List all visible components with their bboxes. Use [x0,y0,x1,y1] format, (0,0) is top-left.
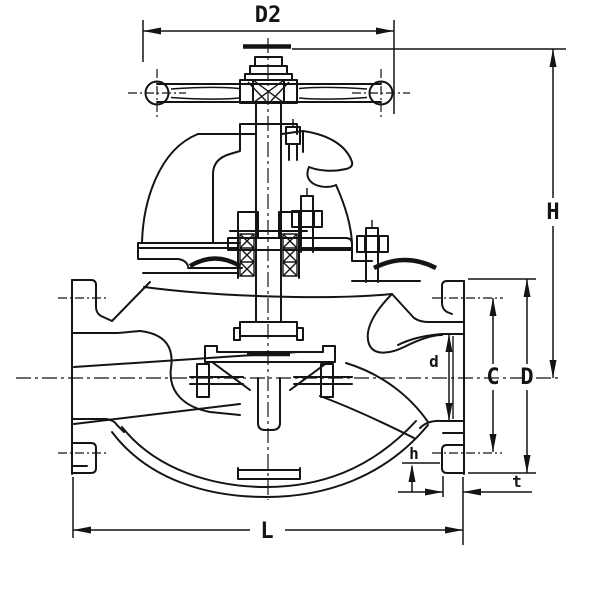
yoke-top-bushing [239,123,298,135]
c-arrow-bottom [489,434,497,452]
handwheel-left-cross [128,69,186,117]
dim-label-t: t [512,472,522,491]
left-bore-top [71,330,141,334]
dim-label-bore-d: d [429,352,439,371]
yoke-bonnet [141,123,354,244]
dim-label-l: L [260,519,273,544]
t-arrow-left [425,488,443,496]
handwheel-rim-highlight-left [170,86,240,100]
flange-d-extension-lines [468,278,536,474]
disc-and-seat [189,345,353,431]
centerlines [16,38,562,500]
packing-rings-left [239,233,255,277]
stem-nut-stack [244,56,293,81]
yoke-left-arm-inner [212,133,241,244]
drain-boss [237,467,301,480]
bonnet-flange-right-step [351,249,421,282]
yoke-left-arm-outer [141,133,199,244]
seat-ring-lines [189,376,353,385]
belly-outer-arc [111,424,429,498]
bonnet-flange-plate [137,242,353,267]
yoke-gland-bolt-small [285,126,301,161]
disc-plate [204,345,336,363]
bonnet-flange [111,242,444,323]
left-flange-top-lug [71,279,113,322]
h-arrow-top [549,49,557,67]
d2-arrow-left [143,27,161,35]
dimension-l: L [72,477,463,544]
valve-body [71,279,465,498]
body-neck-cone [143,286,393,299]
left-flange-bolt-centerlines [58,297,106,454]
flange-d-arrow-bottom [523,455,531,473]
handwheel-right-cross [352,69,410,117]
body-neck-right-slope [391,293,444,323]
dimension-bore-d: d [429,334,453,421]
belly-inner-arc [121,420,417,488]
dimension-bolt-hole-h: h [402,444,440,492]
dimension-flange-d: D [468,278,536,474]
d2-arrow-right [376,27,394,35]
stuffing-box-walls [229,230,308,279]
right-flange-bottom-lug [441,432,465,474]
flange-d-arrow-top [523,279,531,297]
dimension-h-height: H [292,48,566,378]
backseat-collar [233,321,304,341]
h-arrow-bottom [549,360,557,378]
yoke-spout-beak [302,130,354,188]
bolt-hole-h-lines [402,462,440,492]
disc-guide-stem [257,377,281,431]
c-arrow-top [489,298,497,316]
handwheel-rim-highlight-right [298,86,368,100]
dim-label-flange-d: D [520,365,533,390]
dim-label-bolt-hole-h: h [409,444,419,463]
dimension-d2: D2 [142,3,395,114]
d2-extension-lines [142,20,395,114]
body-neck-left-slope [111,281,151,322]
right-flange-top-lug [441,280,465,323]
l-arrow-right [445,526,463,534]
body-flange-edges [142,267,243,274]
l-arrow-left [73,526,91,534]
t-extension-lines [442,476,464,545]
left-flange-bottom-lug [71,442,97,474]
handwheel-hub-hatch [247,79,290,104]
dimension-t: t [398,472,532,545]
yoke-top-edge [197,130,304,135]
bonnet-gasket-left [188,256,242,268]
gland-bolt-1 [291,195,323,253]
yoke-right-leg [335,184,353,244]
right-bore-bottom [419,419,465,429]
body-partition-s-curve [139,330,241,416]
t-arrow-right [463,488,481,496]
handwheel-left-knob [144,80,170,106]
dim-label-d2: D2 [255,3,282,28]
dim-label-h: H [546,200,559,225]
bonnet-gasket-right [372,257,438,271]
bore-d-arrow-top [445,334,453,352]
left-bore-bottom [71,418,125,433]
packing-rings-right [282,233,298,277]
handwheel-right-knob [368,80,394,106]
bore-d-arrow-bottom [445,403,453,421]
gland-bolt-2 [356,227,389,283]
right-flange-bolt-centerlines [432,297,503,454]
bolt-hole-h-arrow [408,464,416,482]
dimension-c: C [486,298,500,452]
stuffing-box [227,195,389,283]
outlet-upper-wall [366,293,443,354]
dim-label-c: C [486,365,499,390]
seat-clamp-bolts [196,363,334,398]
handwheel [144,44,394,106]
